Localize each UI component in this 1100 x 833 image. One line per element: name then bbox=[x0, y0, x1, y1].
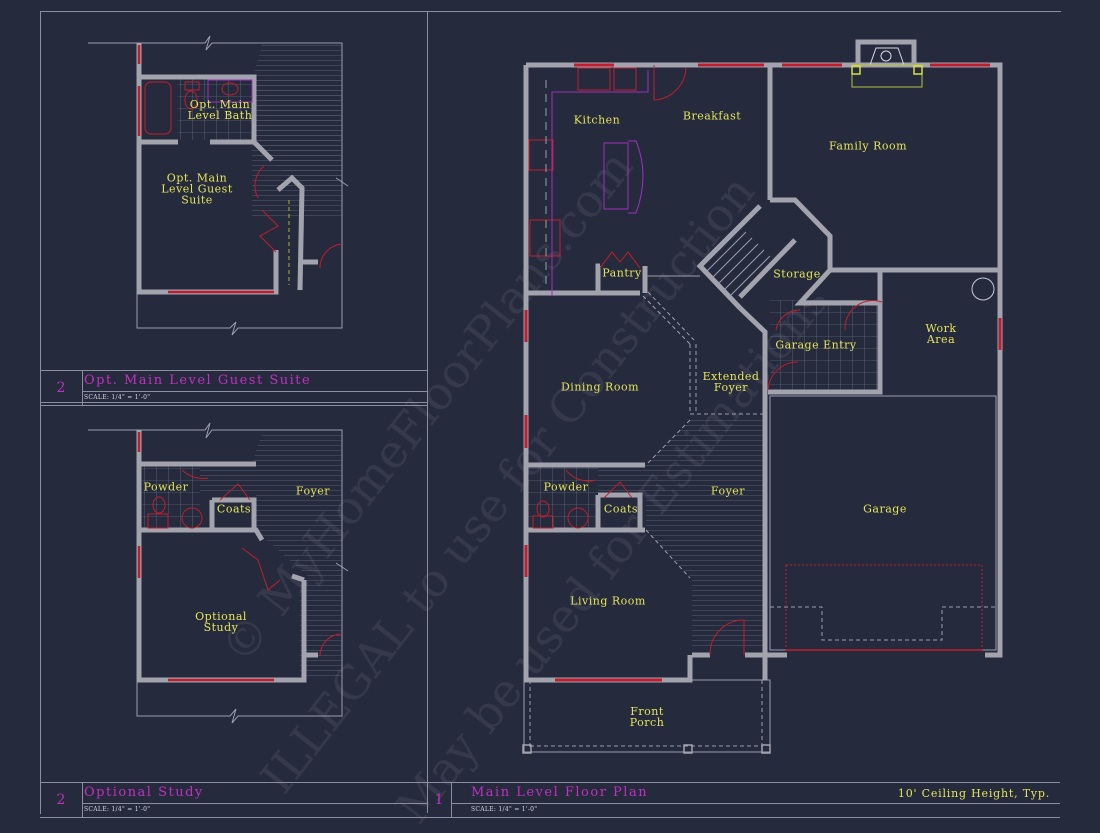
drawing-scale: SCALE: 1/4" = 1'-0" bbox=[84, 394, 151, 401]
drawing-scale: SCALE: 1/4" = 1'-0" bbox=[84, 806, 151, 813]
room-label-front-porch: Front Porch bbox=[629, 705, 665, 729]
room-label-optional-study: Optional Study bbox=[195, 610, 247, 634]
drawing-number: 1 bbox=[427, 783, 452, 817]
room-label-dining-room: Dining Room bbox=[560, 380, 640, 394]
room-label-living-room: Living Room bbox=[570, 594, 646, 608]
guest-suite-plan bbox=[88, 35, 349, 336]
room-label-extended-foyer: Extended Foyer bbox=[702, 370, 760, 394]
room-label-opt-guest-suite: Opt. Main Level Guest Suite bbox=[161, 171, 233, 207]
room-label-storage: Storage bbox=[773, 267, 821, 281]
room-label-pantry: Pantry bbox=[602, 266, 642, 280]
room-label-powder-main: Powder bbox=[543, 480, 589, 494]
drawing-title: Main Level Floor Plan bbox=[471, 785, 649, 800]
main-level-plan bbox=[522, 39, 1003, 754]
title-underline bbox=[452, 803, 1060, 804]
drawing-number: 2 bbox=[40, 371, 83, 405]
ceiling-height-note: 10' Ceiling Height, Typ. bbox=[897, 787, 1050, 800]
panel-divider bbox=[427, 11, 428, 813]
room-label-kitchen: Kitchen bbox=[573, 113, 621, 127]
optional-study-plan bbox=[88, 422, 349, 724]
title-block-optional-study: 2 Optional Study SCALE: 1/4" = 1'-0" bbox=[40, 782, 427, 818]
title-underline bbox=[83, 391, 427, 392]
room-label-opt-bath: Opt. Main Level Bath bbox=[187, 98, 253, 122]
title-block-main-level: 1 Main Level Floor Plan SCALE: 1/4" = 1'… bbox=[427, 782, 1060, 818]
room-label-breakfast: Breakfast bbox=[682, 109, 742, 123]
drawing-number: 2 bbox=[40, 783, 83, 817]
room-label-coats-main: Coats bbox=[603, 502, 639, 516]
room-label-family-room: Family Room bbox=[828, 139, 908, 153]
room-label-garage: Garage bbox=[863, 502, 907, 516]
sheet-border bbox=[40, 11, 1061, 814]
title-block-guest-suite: 2 Opt. Main Level Guest Suite SCALE: 1/4… bbox=[40, 370, 427, 406]
room-label-foyer-main: Foyer bbox=[710, 484, 746, 498]
room-label-coats: Coats bbox=[216, 502, 252, 516]
title-underline bbox=[83, 803, 427, 804]
room-label-work-area: Work Area bbox=[925, 322, 957, 346]
room-label-foyer: Foyer bbox=[295, 484, 331, 498]
drawing-title: Opt. Main Level Guest Suite bbox=[84, 373, 312, 388]
drawing-title: Optional Study bbox=[84, 785, 204, 800]
panel-divider-horizontal bbox=[40, 402, 427, 403]
room-label-powder: Powder bbox=[143, 480, 189, 494]
room-label-garage-entry: Garage Entry bbox=[775, 338, 857, 352]
drawing-scale: SCALE: 1/4" = 1'-0" bbox=[471, 806, 538, 813]
